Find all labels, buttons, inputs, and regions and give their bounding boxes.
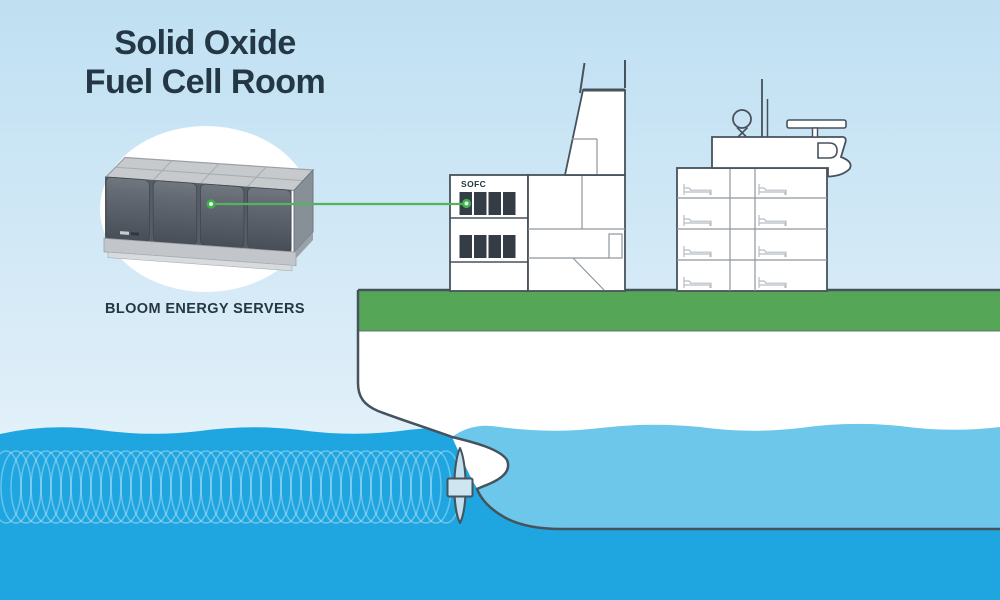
accommodation-block — [676, 167, 828, 292]
bridge-window — [817, 142, 838, 159]
diagram-title-line2: Fuel Cell Room — [84, 63, 326, 101]
engine-casing — [527, 174, 626, 292]
sofc-room: SOFC — [449, 174, 529, 292]
server-plinth-lip — [107, 251, 293, 272]
server-base-side — [294, 232, 313, 261]
submerged-hull — [452, 423, 1000, 530]
server-front-faces — [103, 176, 297, 272]
hull-outline — [356, 290, 1000, 531]
radar-dome-icon — [732, 109, 752, 129]
door — [608, 233, 623, 259]
servers-caption: BLOOM ENERGY SERVERS — [104, 301, 306, 317]
funnel-mast-icon — [579, 62, 586, 94]
deck — [358, 288, 1000, 332]
callout-connector — [206, 198, 472, 209]
server-lid-seams — [115, 160, 304, 188]
diagram-title-line1: Solid Oxide — [114, 24, 296, 62]
funnel-icon — [563, 60, 626, 176]
radar-antenna-icon — [786, 119, 847, 138]
server-logo-mark — [120, 231, 129, 235]
sofc-room-label: SOFC — [461, 179, 486, 189]
diagram-title: Solid Oxide Fuel Cell Room — [30, 24, 380, 102]
sofc-cabinets — [459, 192, 516, 258]
bridge — [711, 79, 852, 178]
propeller-icon — [446, 447, 474, 524]
server-logo-mark — [131, 232, 139, 236]
wake-coil-icon — [0, 450, 462, 524]
bloom-energy-server-icon — [103, 156, 315, 272]
